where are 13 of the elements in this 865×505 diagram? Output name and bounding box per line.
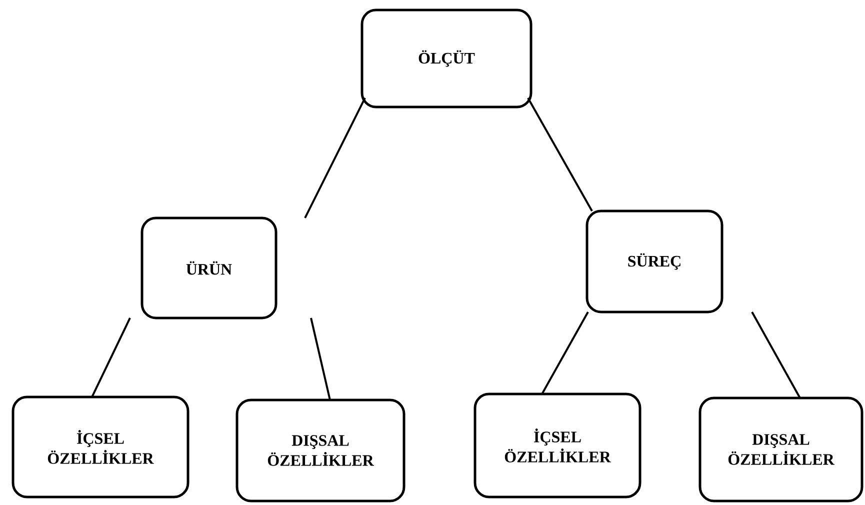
process-box: İÇSEL ÖZELLİKLER — [474, 392, 642, 498]
connector-line — [751, 312, 801, 398]
connector-line — [541, 312, 589, 394]
connector-line — [310, 318, 331, 400]
process-box: İÇSEL ÖZELLİKLER — [12, 396, 190, 498]
connector-line — [91, 318, 131, 398]
process-box: SÜREÇ — [586, 210, 724, 314]
process-box: ÜRÜN — [140, 216, 278, 320]
process-box: DIŞSAL ÖZELLİKLER — [236, 398, 406, 502]
connector-line — [304, 98, 366, 218]
process-box: DIŞSAL ÖZELLİKLER — [698, 396, 864, 502]
connector-line — [527, 98, 593, 212]
process-box: ÖLÇÜT — [360, 8, 532, 108]
